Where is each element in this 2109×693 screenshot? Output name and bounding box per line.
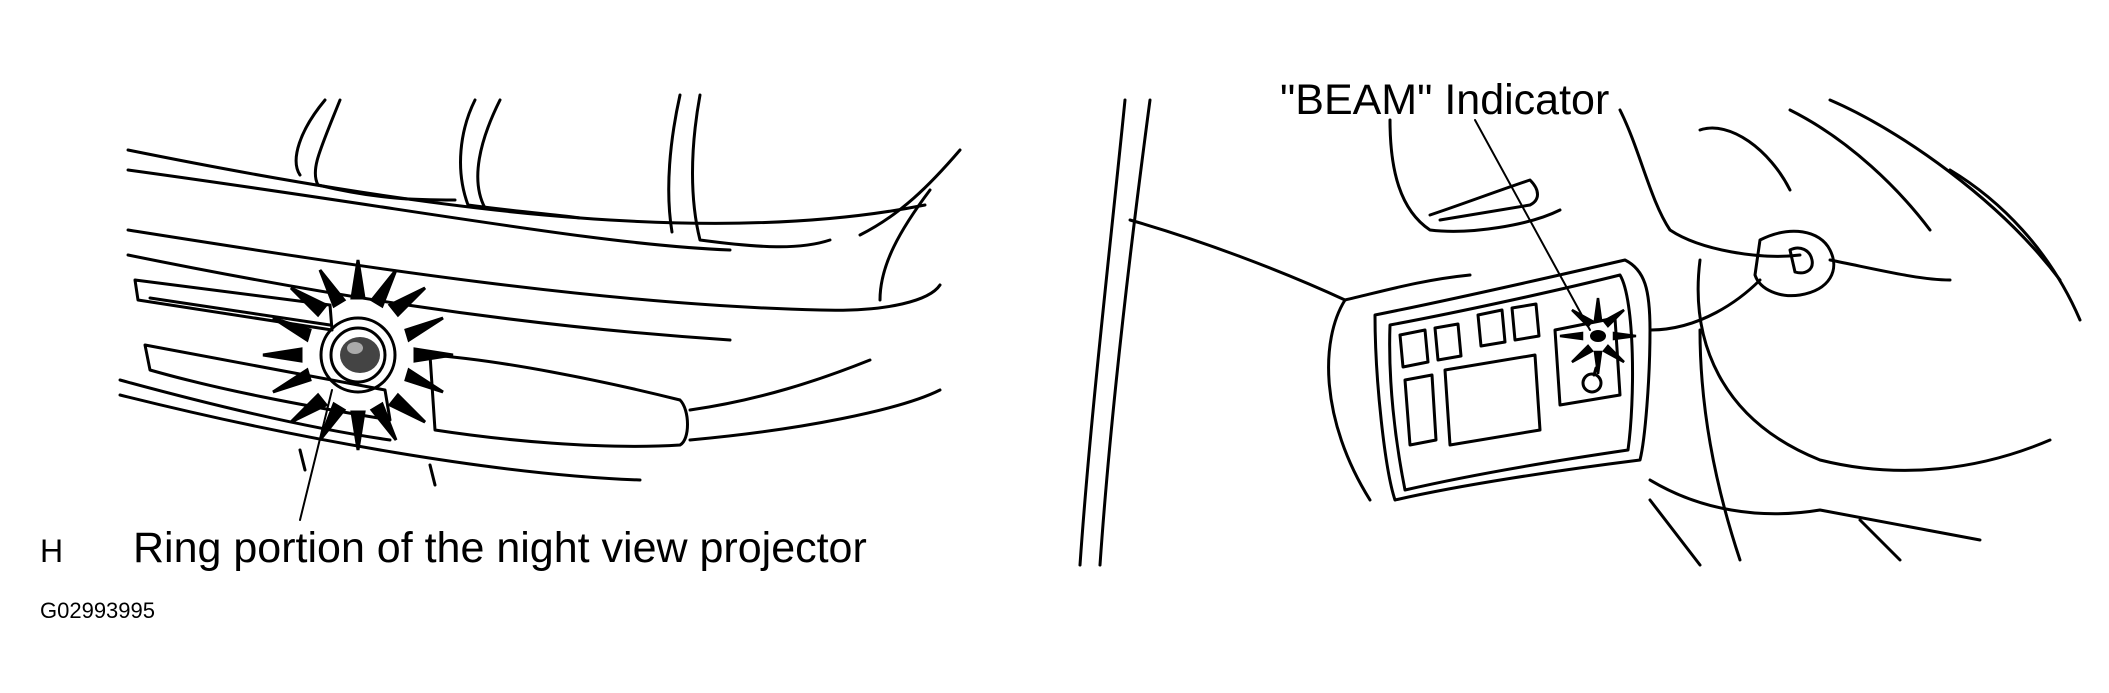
vehicle-front-illustration [118,93,962,487]
panel-code-label: H [40,533,64,569]
figure-code-label: G02993995 [40,598,155,623]
indicator-leader-line [1474,119,1591,331]
projector-ring-caption: Ring portion of the night view projector [133,524,867,572]
projector-leader-line [299,389,333,521]
indicator-glow-burst [1559,297,1637,375]
projector-glow-burst [262,259,454,451]
beam-indicator-caption: "BEAM" Indicator [1280,76,1610,124]
instrument-panel-illustration [1078,98,2082,567]
